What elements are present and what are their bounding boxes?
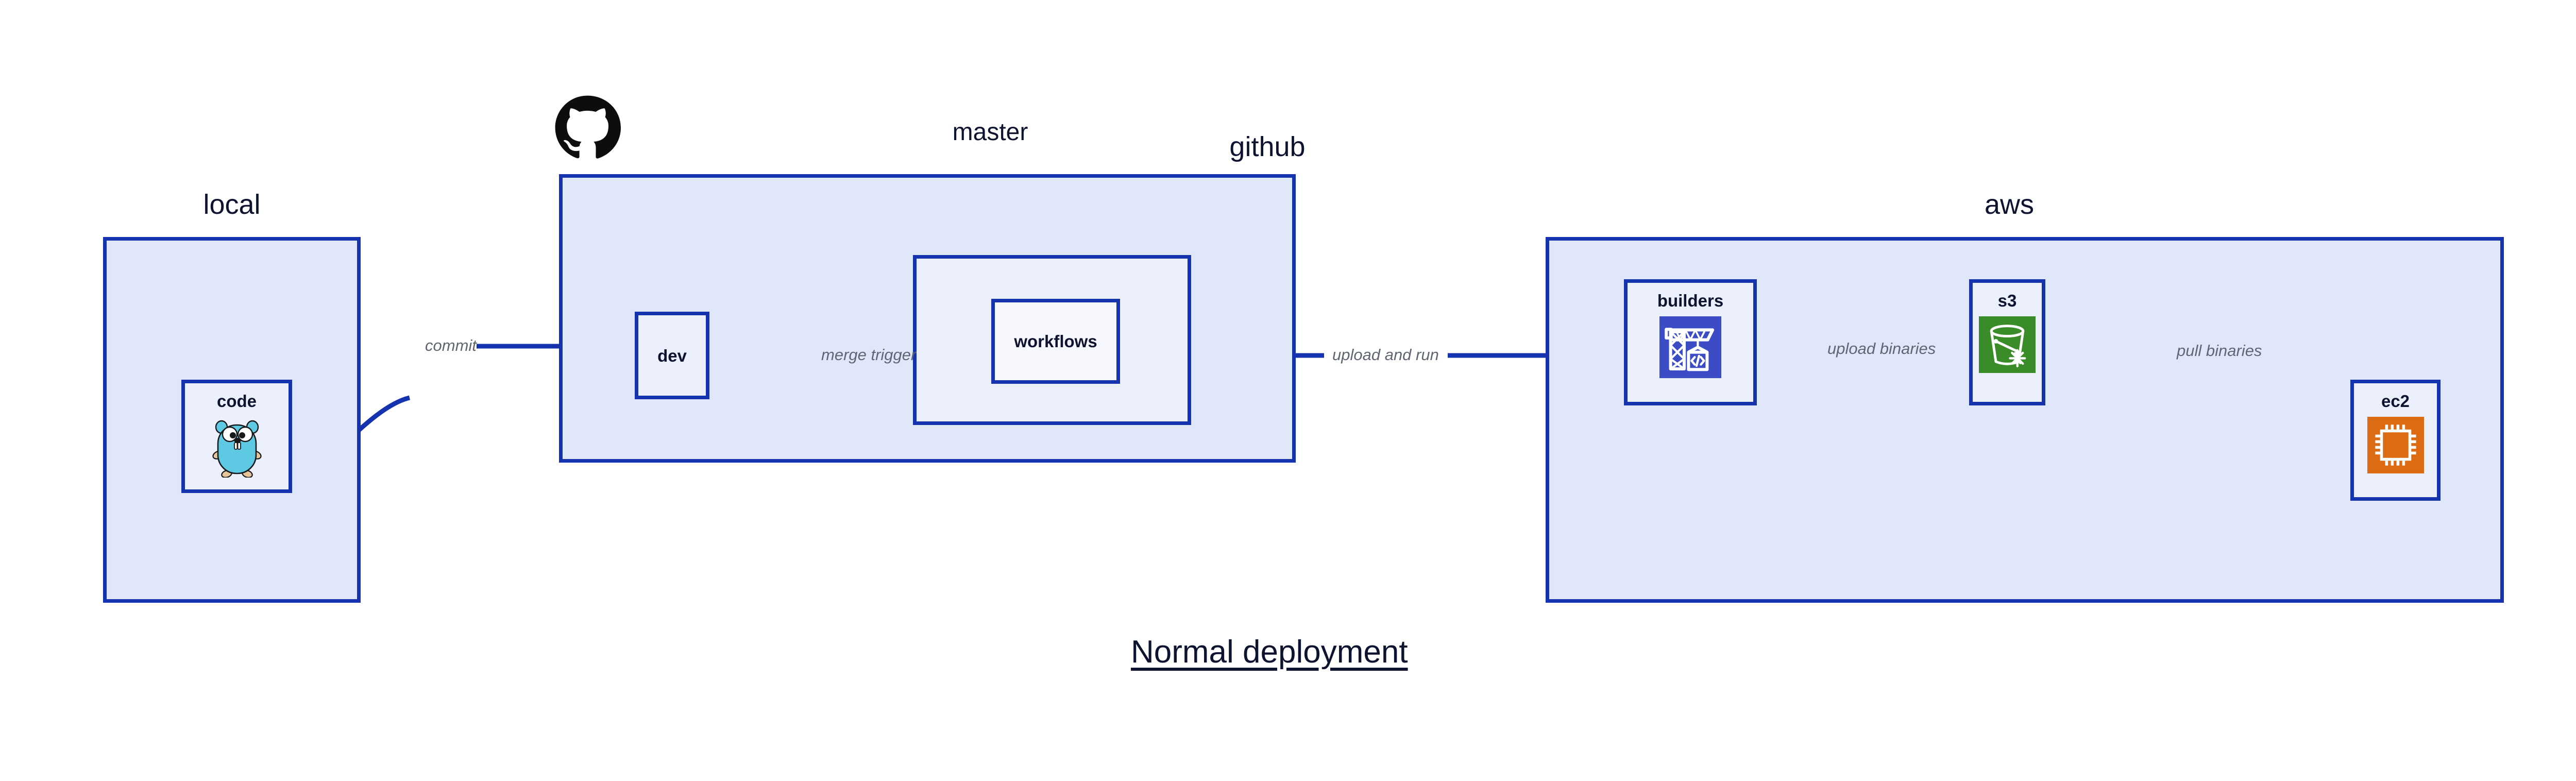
- group-label-aws: aws: [1984, 189, 2035, 220]
- edge-label-commit: commit: [425, 336, 477, 354]
- go-gopher-icon: [212, 420, 262, 478]
- node-ec2[interactable]: ec2: [2350, 380, 2441, 501]
- node-s3[interactable]: s3: [1969, 279, 2045, 405]
- diagram-title: Normal deployment: [1131, 634, 1408, 670]
- group-label-github: github: [1229, 131, 1306, 162]
- node-workflows-label: workflows: [1014, 332, 1097, 351]
- group-local: code: [103, 237, 361, 603]
- s3-bucket-glacier-icon: [1979, 316, 2036, 373]
- node-dev-label: dev: [657, 346, 687, 365]
- subgroup-label-master: master: [952, 118, 1028, 146]
- node-s3-label: s3: [1997, 291, 2017, 310]
- node-workflows[interactable]: workflows: [991, 299, 1120, 384]
- edge-label-upload-and-run: upload and run: [1332, 346, 1439, 364]
- subgroup-master: workflows: [913, 255, 1191, 425]
- cpu-chip-icon: [2367, 417, 2424, 473]
- node-code[interactable]: code: [181, 380, 292, 493]
- edge-label-pull-binaries: pull binaries: [2177, 342, 2262, 360]
- edge-label-upload-binaries: upload binaries: [1827, 339, 1936, 358]
- node-dev[interactable]: dev: [635, 312, 709, 399]
- group-github: dev master workflows: [559, 120, 1296, 463]
- node-code-label: code: [216, 392, 257, 411]
- github-octocat-icon: [555, 95, 621, 159]
- node-builders-label: builders: [1657, 291, 1724, 310]
- node-ec2-label: ec2: [2381, 392, 2410, 411]
- group-aws: builders: [1546, 237, 2504, 603]
- group-label-local: local: [203, 189, 261, 220]
- crane-code-icon: [1659, 316, 1721, 378]
- edge-label-merge-trigger: merge trigger: [821, 346, 917, 364]
- node-builders[interactable]: builders: [1624, 279, 1757, 405]
